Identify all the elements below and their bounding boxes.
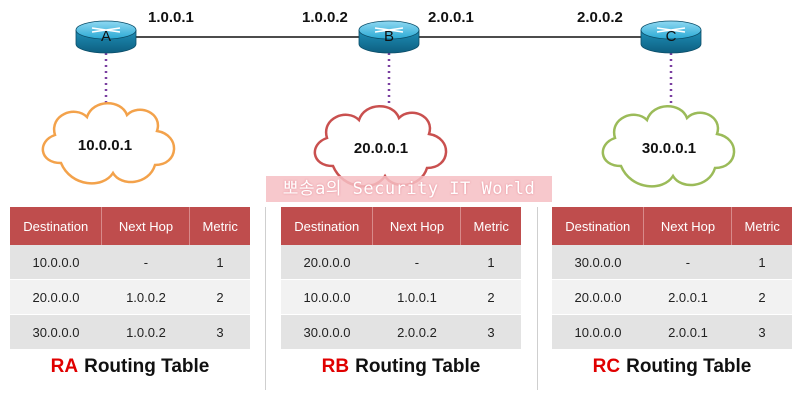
caption-prefix: RB	[321, 356, 350, 377]
caption-title: Routing Table	[626, 356, 752, 377]
destination-cell: 20.0.0.0	[10, 279, 102, 315]
router-b: B	[358, 20, 420, 54]
destination-cell: 30.0.0.0	[281, 314, 373, 350]
column-header-metric: Metric	[189, 207, 250, 245]
routing-table-rb: Destination Next Hop Metric 20.0.0.0 - 1…	[281, 207, 521, 350]
column-header-destination: Destination	[552, 207, 645, 245]
router-c-label: C	[666, 28, 677, 45]
column-header-destination: Destination	[281, 207, 374, 245]
metric-cell: 1	[731, 245, 792, 280]
next-hop-cell: 1.0.0.2	[101, 314, 190, 350]
table-row: 20.0.0.0 2.0.0.1 2	[552, 279, 792, 315]
destination-cell: 10.0.0.0	[552, 314, 644, 350]
router-a-label: A	[101, 28, 111, 45]
network-c-address: 30.0.0.1	[642, 140, 696, 157]
next-hop-cell: -	[643, 245, 732, 280]
table-row: 10.0.0.0 - 1	[10, 245, 250, 280]
destination-cell: 30.0.0.0	[10, 314, 102, 350]
router-c: C	[640, 20, 702, 54]
metric-cell: 1	[460, 245, 521, 280]
caption-title: Routing Table	[355, 356, 481, 377]
divider	[265, 207, 266, 390]
router-b-label: B	[384, 28, 394, 45]
network-cloud-c: 30.0.0.1	[601, 105, 736, 188]
ip-c-to-b: 2.0.0.2	[577, 9, 623, 26]
network-diagram: A B C 1.0.0.1 1.0.0.2 2.0.0.1 2.0.0.2 10…	[41, 9, 736, 188]
watermark: 뽀송a의 Security IT World	[266, 176, 552, 202]
table-row: 30.0.0.0 2.0.0.2 3	[281, 314, 521, 350]
destination-cell: 10.0.0.0	[10, 245, 102, 280]
next-hop-cell: 2.0.0.1	[643, 279, 732, 315]
metric-cell: 2	[731, 279, 792, 315]
table-header-row: Destination Next Hop Metric	[10, 207, 250, 245]
next-hop-cell: 1.0.0.2	[101, 279, 190, 315]
caption-prefix: RC	[592, 356, 621, 377]
metric-cell: 2	[460, 279, 521, 315]
destination-cell: 30.0.0.0	[552, 245, 644, 280]
network-a-address: 10.0.0.1	[78, 137, 132, 154]
cloud-icon	[601, 105, 736, 188]
table-row: 20.0.0.0 - 1	[281, 245, 521, 280]
metric-cell: 3	[731, 314, 792, 350]
column-header-metric: Metric	[731, 207, 792, 245]
column-header-destination: Destination	[10, 207, 103, 245]
table-row: 20.0.0.0 1.0.0.2 2	[10, 279, 250, 315]
destination-cell: 20.0.0.0	[552, 279, 644, 315]
network-cloud-b: 20.0.0.1	[313, 105, 448, 188]
ip-b-to-c: 2.0.0.1	[428, 9, 474, 26]
metric-cell: 3	[189, 314, 250, 350]
router-a: A	[75, 20, 137, 54]
cloud-icon	[41, 102, 176, 185]
metric-cell: 1	[189, 245, 250, 280]
network-cloud-a: 10.0.0.1	[41, 102, 176, 185]
routing-table-rc: Destination Next Hop Metric 30.0.0.0 - 1…	[552, 207, 792, 350]
next-hop-cell: -	[372, 245, 461, 280]
table-row: 30.0.0.0 1.0.0.2 3	[10, 314, 250, 350]
caption-title: Routing Table	[84, 356, 210, 377]
table-header-row: Destination Next Hop Metric	[552, 207, 792, 245]
table-row: 10.0.0.0 1.0.0.1 2	[281, 279, 521, 315]
next-hop-cell: 2.0.0.1	[643, 314, 732, 350]
metric-cell: 3	[460, 314, 521, 350]
destination-cell: 10.0.0.0	[281, 279, 373, 315]
next-hop-cell: 1.0.0.1	[372, 279, 461, 315]
table-row: 10.0.0.0 2.0.0.1 3	[552, 314, 792, 350]
caption-prefix: RA	[50, 356, 79, 377]
column-header-next-hop: Next Hop	[101, 207, 191, 245]
table-header-row: Destination Next Hop Metric	[281, 207, 521, 245]
divider	[537, 207, 538, 390]
network-b-address: 20.0.0.1	[354, 140, 408, 157]
routing-table-ra: Destination Next Hop Metric 10.0.0.0 - 1…	[10, 207, 250, 350]
next-hop-cell: 2.0.0.2	[372, 314, 461, 350]
table-row: 30.0.0.0 - 1	[552, 245, 792, 280]
next-hop-cell: -	[101, 245, 190, 280]
column-header-next-hop: Next Hop	[643, 207, 733, 245]
ip-b-to-a: 1.0.0.2	[302, 9, 348, 26]
metric-cell: 2	[189, 279, 250, 315]
column-header-metric: Metric	[460, 207, 521, 245]
column-header-next-hop: Next Hop	[372, 207, 462, 245]
ip-a-to-b: 1.0.0.1	[148, 9, 194, 26]
destination-cell: 20.0.0.0	[281, 245, 373, 280]
